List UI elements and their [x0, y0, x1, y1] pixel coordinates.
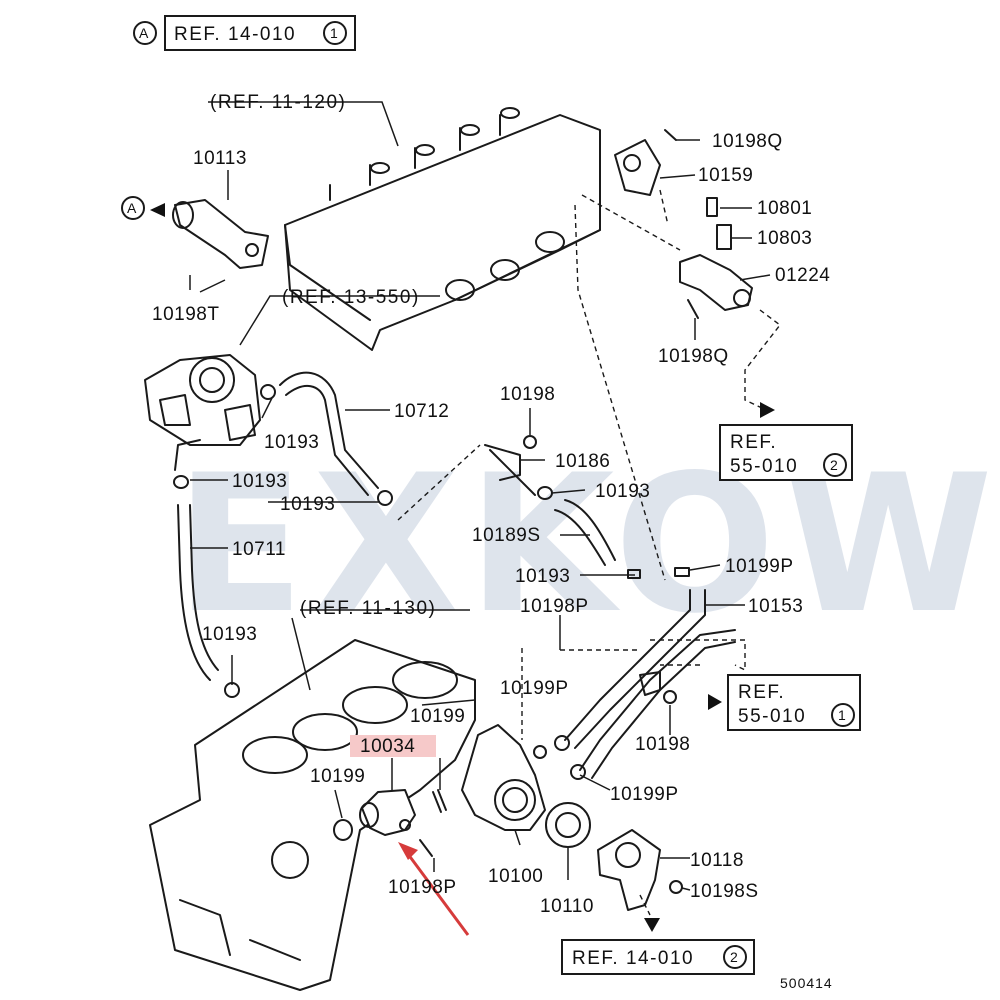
arrow-icon-ref-14-010-2 — [644, 918, 660, 932]
label-10193-c: 10193 — [280, 494, 335, 515]
part-highlight — [350, 735, 436, 757]
label-10193-a: 10193 — [264, 432, 319, 453]
label-10193-b: 10193 — [232, 471, 287, 492]
label-10712: 10712 — [394, 401, 449, 422]
svg-text:A: A — [139, 25, 149, 41]
arrow-icon-a — [150, 203, 165, 217]
label-10198p-b: 10198P — [388, 877, 457, 898]
label-10803: 10803 — [757, 228, 812, 249]
svg-text:1: 1 — [330, 25, 339, 41]
arrow-icon-ref-55-010-1 — [708, 694, 722, 710]
label-10118: 10118 — [690, 850, 744, 871]
svg-text:2: 2 — [730, 949, 739, 965]
thermostat-housing-10100 — [461, 724, 547, 831]
hose-10711 — [173, 439, 240, 698]
label-10198t: 10198T — [152, 304, 219, 325]
upper-water-outlet — [614, 129, 753, 319]
cylinder-head — [284, 107, 601, 351]
ref-box-right-lower: REF. 55-010 1 — [727, 674, 861, 731]
hose-10189s — [484, 435, 616, 566]
label-10198q-top: 10198Q — [712, 131, 783, 152]
label-10159: 10159 — [698, 165, 753, 186]
label-10198: 10198 — [500, 384, 555, 405]
svg-text:55-010: 55-010 — [738, 706, 806, 727]
diagram-code: 500414 — [780, 975, 833, 991]
cylinder-block — [149, 639, 476, 991]
label-10199p-a: 10199P — [725, 556, 794, 577]
label-10153: 10153 — [748, 596, 803, 617]
ref-box-right-upper: REF. 55-010 2 — [719, 424, 853, 481]
leader-lines — [189, 101, 781, 916]
label-10193-d: 10193 — [595, 481, 650, 502]
label-10199p-b: 10199P — [500, 678, 569, 699]
red-pointer-line — [403, 849, 470, 936]
throttle-body — [144, 354, 261, 446]
circle-marker-a — [133, 21, 157, 45]
flow-arrows — [150, 203, 775, 936]
red-arrow-icon — [398, 842, 418, 860]
label-10199p-c: 10199P — [610, 784, 679, 805]
ref-label-cylinder-block: (REF. 11-130) — [300, 598, 436, 619]
label-10034: 10034 — [360, 736, 415, 757]
circle-marker-a-side: A — [121, 196, 145, 220]
svg-text:REF. 14-010: REF. 14-010 — [572, 948, 694, 969]
svg-text:REF. 14-010: REF. 14-010 — [174, 24, 296, 45]
label-10110: 10110 — [540, 896, 594, 917]
ref-label-throttle-body: (REF. 13-550) — [282, 287, 420, 308]
watermark: EXKOW — [175, 434, 1000, 655]
label-10198p-a: 10198P — [520, 596, 589, 617]
svg-text:2: 2 — [830, 457, 839, 473]
label-10186: 10186 — [555, 451, 610, 472]
label-10189s: 10189S — [472, 525, 541, 546]
water-outlet-fitting — [172, 199, 269, 269]
label-10199-a: 10199 — [410, 706, 465, 727]
ref-box-top-left: A REF. 14-010 1 — [133, 15, 356, 51]
water-inlet-10034 — [333, 789, 447, 857]
water-inlet-fitting-10118 — [597, 829, 683, 911]
label-10711: 10711 — [232, 539, 286, 560]
label-10198q-mid: 10198Q — [658, 346, 729, 367]
label-01224: 01224 — [775, 265, 830, 286]
label-10198s: 10198S — [690, 881, 759, 902]
part-labels: 10113 10198T 10198Q 10159 10801 10803 01… — [152, 131, 830, 917]
label-10113: 10113 — [193, 148, 247, 169]
ref-box-bottom: REF. 14-010 2 — [561, 939, 755, 975]
ref-label-cylinder-head: (REF. 11-120) — [210, 92, 346, 113]
thermostat-10110 — [545, 802, 591, 848]
svg-text:REF.: REF. — [730, 432, 777, 453]
label-10801: 10801 — [757, 198, 812, 219]
arrow-icon-ref-55-010-2 — [760, 402, 775, 418]
label-10193-e: 10193 — [202, 624, 257, 645]
water-pipe-10153 — [554, 567, 736, 780]
svg-text:REF.: REF. — [738, 682, 785, 703]
svg-text:A: A — [127, 200, 137, 216]
hose-10712 — [260, 371, 393, 506]
label-10199-b: 10199 — [310, 766, 365, 787]
svg-text:1: 1 — [838, 707, 847, 723]
label-10198-b: 10198 — [635, 734, 690, 755]
label-10193-f: 10193 — [515, 566, 570, 587]
svg-text:55-010: 55-010 — [730, 456, 798, 477]
label-10100: 10100 — [488, 866, 543, 887]
